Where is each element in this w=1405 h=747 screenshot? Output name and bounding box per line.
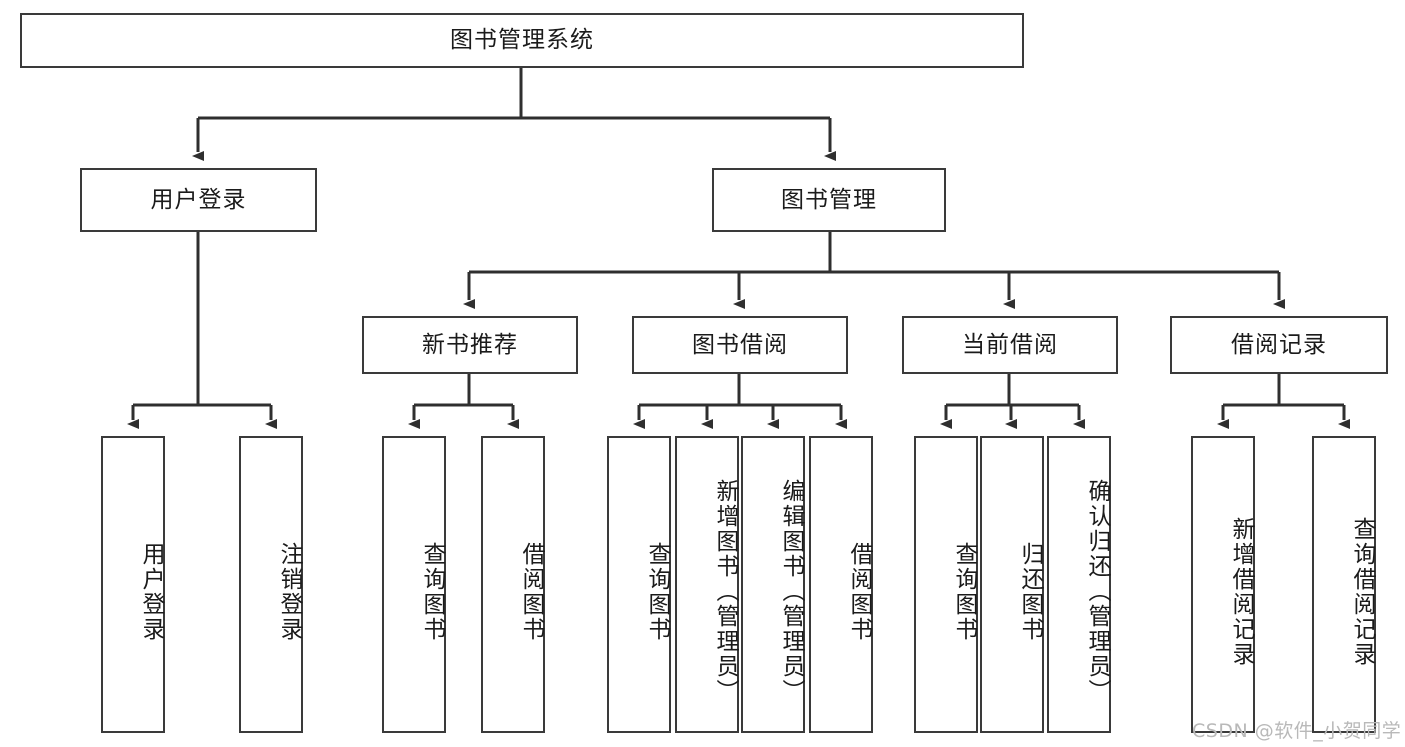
leaf-query-book-1-label: 查询图书 — [419, 541, 445, 642]
node-borrow-record[interactable]: 借阅记录 — [1170, 316, 1388, 374]
leaf-user-login-label: 用户登录 — [138, 541, 164, 642]
leaf-user-logout-label: 注销登录 — [276, 541, 302, 642]
leaf-add-record-label: 新增借阅记录 — [1228, 516, 1254, 667]
node-book-borrow-label: 图书借阅 — [692, 331, 788, 358]
leaf-user-logout[interactable]: 注销登录 — [239, 436, 303, 733]
leaf-return-book[interactable]: 归还图书 — [980, 436, 1044, 733]
leaf-add-book[interactable]: 新增图书（管理员） — [675, 436, 739, 733]
leaf-query-record[interactable]: 查询借阅记录 — [1312, 436, 1376, 733]
leaf-borrow-book-1-label: 借阅图书 — [518, 541, 544, 642]
node-new-book-recommend-label: 新书推荐 — [422, 331, 518, 358]
leaf-add-book-label: 新增图书（管理员） — [712, 479, 738, 704]
leaf-query-book-2[interactable]: 查询图书 — [607, 436, 671, 733]
leaf-confirm-return-label: 确认归还（管理员） — [1084, 479, 1110, 704]
leaf-borrow-book-2-label: 借阅图书 — [846, 541, 872, 642]
leaf-edit-book[interactable]: 编辑图书（管理员） — [741, 436, 805, 733]
leaf-query-book-1[interactable]: 查询图书 — [382, 436, 446, 733]
node-book-borrow[interactable]: 图书借阅 — [632, 316, 848, 374]
leaf-user-login[interactable]: 用户登录 — [101, 436, 165, 733]
leaf-query-book-3-label: 查询图书 — [951, 541, 977, 642]
leaf-edit-book-label: 编辑图书（管理员） — [778, 479, 804, 704]
node-root[interactable]: 图书管理系统 — [20, 13, 1024, 68]
node-root-label: 图书管理系统 — [450, 27, 594, 54]
leaf-borrow-book-1[interactable]: 借阅图书 — [481, 436, 545, 733]
leaf-query-record-label: 查询借阅记录 — [1349, 516, 1375, 667]
node-new-book-recommend[interactable]: 新书推荐 — [362, 316, 578, 374]
node-user-login-label: 用户登录 — [150, 186, 247, 213]
node-current-borrow[interactable]: 当前借阅 — [902, 316, 1118, 374]
node-current-borrow-label: 当前借阅 — [962, 331, 1058, 358]
leaf-query-book-3[interactable]: 查询图书 — [914, 436, 978, 733]
leaf-query-book-2-label: 查询图书 — [644, 541, 670, 642]
node-book-manage[interactable]: 图书管理 — [712, 168, 946, 232]
leaf-confirm-return[interactable]: 确认归还（管理员） — [1047, 436, 1111, 733]
leaf-borrow-book-2[interactable]: 借阅图书 — [809, 436, 873, 733]
leaf-return-book-label: 归还图书 — [1017, 541, 1043, 642]
leaf-add-record[interactable]: 新增借阅记录 — [1191, 436, 1255, 733]
node-borrow-record-label: 借阅记录 — [1231, 331, 1327, 358]
node-user-login[interactable]: 用户登录 — [80, 168, 317, 232]
node-book-manage-label: 图书管理 — [781, 186, 877, 213]
